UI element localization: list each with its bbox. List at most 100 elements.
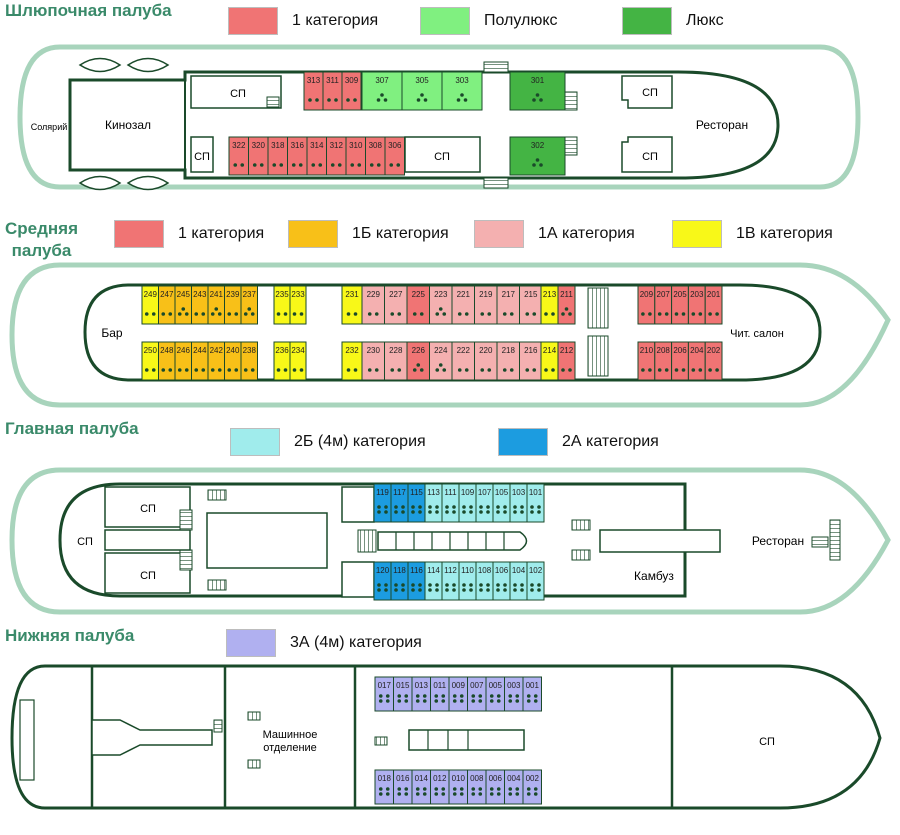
cabin-215[interactable]: 215 xyxy=(519,285,543,325)
cabin-104[interactable]: 104 xyxy=(509,561,528,601)
cabin-014[interactable]: 014 xyxy=(411,769,431,805)
cabin-248[interactable]: 248 xyxy=(158,341,176,381)
cabin-240[interactable]: 240 xyxy=(224,341,242,381)
cabin-308[interactable]: 308 xyxy=(365,136,386,176)
cabin-210[interactable]: 210 xyxy=(637,341,656,381)
cabin-227[interactable]: 227 xyxy=(384,285,408,325)
cabin-005[interactable]: 005 xyxy=(485,676,505,712)
cabin-007[interactable]: 007 xyxy=(467,676,487,712)
cabin-119[interactable]: 119 xyxy=(373,483,392,523)
cabin-010[interactable]: 010 xyxy=(448,769,468,805)
cabin-217[interactable]: 217 xyxy=(496,285,520,325)
cabin-243[interactable]: 243 xyxy=(191,285,209,325)
cabin-203[interactable]: 203 xyxy=(687,285,706,325)
cabin-313[interactable]: 313 xyxy=(303,71,324,111)
cabin-015[interactable]: 015 xyxy=(393,676,413,712)
cabin-305[interactable]: 305 xyxy=(401,71,443,111)
cabin-016[interactable]: 016 xyxy=(393,769,413,805)
cabin-009[interactable]: 009 xyxy=(448,676,468,712)
cabin-202[interactable]: 202 xyxy=(704,341,723,381)
cabin-247[interactable]: 247 xyxy=(158,285,176,325)
cabin-238[interactable]: 238 xyxy=(240,341,258,381)
cabin-219[interactable]: 219 xyxy=(474,285,498,325)
cabin-229[interactable]: 229 xyxy=(361,285,385,325)
cabin-018[interactable]: 018 xyxy=(374,769,394,805)
cabin-208[interactable]: 208 xyxy=(654,341,673,381)
cabin-003[interactable]: 003 xyxy=(504,676,524,712)
cabin-101[interactable]: 101 xyxy=(526,483,545,523)
cabin-008[interactable]: 008 xyxy=(467,769,487,805)
cabin-316[interactable]: 316 xyxy=(287,136,308,176)
cabin-246[interactable]: 246 xyxy=(174,341,192,381)
cabin-012[interactable]: 012 xyxy=(430,769,450,805)
cabin-017[interactable]: 017 xyxy=(374,676,394,712)
cabin-232[interactable]: 232 xyxy=(341,341,363,381)
cabin-001[interactable]: 001 xyxy=(522,676,542,712)
cabin-207[interactable]: 207 xyxy=(654,285,673,325)
cabin-103[interactable]: 103 xyxy=(509,483,528,523)
cabin-314[interactable]: 314 xyxy=(306,136,327,176)
cabin-233[interactable]: 233 xyxy=(289,285,307,325)
cabin-218[interactable]: 218 xyxy=(496,341,520,381)
cabin-231[interactable]: 231 xyxy=(341,285,363,325)
cabin-107[interactable]: 107 xyxy=(475,483,494,523)
cabin-322[interactable]: 322 xyxy=(228,136,249,176)
cabin-117[interactable]: 117 xyxy=(390,483,409,523)
cabin-320[interactable]: 320 xyxy=(248,136,269,176)
cabin-301[interactable]: 301 xyxy=(509,71,566,111)
cabin-303[interactable]: 303 xyxy=(441,71,483,111)
cabin-241[interactable]: 241 xyxy=(207,285,225,325)
cabin-011[interactable]: 011 xyxy=(430,676,450,712)
cabin-204[interactable]: 204 xyxy=(687,341,706,381)
cabin-109[interactable]: 109 xyxy=(458,483,477,523)
cabin-211[interactable]: 211 xyxy=(557,285,576,325)
cabin-307[interactable]: 307 xyxy=(361,71,403,111)
cabin-201[interactable]: 201 xyxy=(704,285,723,325)
cabin-209[interactable]: 209 xyxy=(637,285,656,325)
cabin-312[interactable]: 312 xyxy=(326,136,347,176)
cabin-318[interactable]: 318 xyxy=(267,136,288,176)
cabin-311[interactable]: 311 xyxy=(322,71,343,111)
cabin-213[interactable]: 213 xyxy=(540,285,559,325)
cabin-224[interactable]: 224 xyxy=(429,341,453,381)
cabin-112[interactable]: 112 xyxy=(441,561,460,601)
cabin-245[interactable]: 245 xyxy=(174,285,192,325)
cabin-013[interactable]: 013 xyxy=(411,676,431,712)
cabin-205[interactable]: 205 xyxy=(671,285,689,325)
cabin-114[interactable]: 114 xyxy=(424,561,443,601)
cabin-106[interactable]: 106 xyxy=(492,561,511,601)
cabin-223[interactable]: 223 xyxy=(429,285,453,325)
cabin-249[interactable]: 249 xyxy=(141,285,159,325)
cabin-212[interactable]: 212 xyxy=(557,341,576,381)
cabin-234[interactable]: 234 xyxy=(289,341,307,381)
cabin-225[interactable]: 225 xyxy=(406,285,430,325)
cabin-228[interactable]: 228 xyxy=(384,341,408,381)
cabin-242[interactable]: 242 xyxy=(207,341,225,381)
cabin-102[interactable]: 102 xyxy=(526,561,545,601)
cabin-310[interactable]: 310 xyxy=(345,136,366,176)
cabin-237[interactable]: 237 xyxy=(240,285,258,325)
cabin-118[interactable]: 118 xyxy=(390,561,409,601)
cabin-302[interactable]: 302 xyxy=(509,136,566,176)
cabin-221[interactable]: 221 xyxy=(451,285,475,325)
cabin-244[interactable]: 244 xyxy=(191,341,209,381)
cabin-236[interactable]: 236 xyxy=(273,341,291,381)
cabin-004[interactable]: 004 xyxy=(504,769,524,805)
cabin-230[interactable]: 230 xyxy=(361,341,385,381)
cabin-002[interactable]: 002 xyxy=(522,769,542,805)
cabin-239[interactable]: 239 xyxy=(224,285,242,325)
cabin-309[interactable]: 309 xyxy=(341,71,362,111)
cabin-110[interactable]: 110 xyxy=(458,561,477,601)
cabin-113[interactable]: 113 xyxy=(424,483,443,523)
cabin-111[interactable]: 111 xyxy=(441,483,460,523)
cabin-006[interactable]: 006 xyxy=(485,769,505,805)
cabin-120[interactable]: 120 xyxy=(373,561,392,601)
cabin-222[interactable]: 222 xyxy=(451,341,475,381)
cabin-206[interactable]: 206 xyxy=(671,341,689,381)
cabin-105[interactable]: 105 xyxy=(492,483,511,523)
cabin-306[interactable]: 306 xyxy=(384,136,405,176)
cabin-216[interactable]: 216 xyxy=(519,341,543,381)
cabin-226[interactable]: 226 xyxy=(406,341,430,381)
cabin-214[interactable]: 214 xyxy=(540,341,559,381)
cabin-235[interactable]: 235 xyxy=(273,285,291,325)
